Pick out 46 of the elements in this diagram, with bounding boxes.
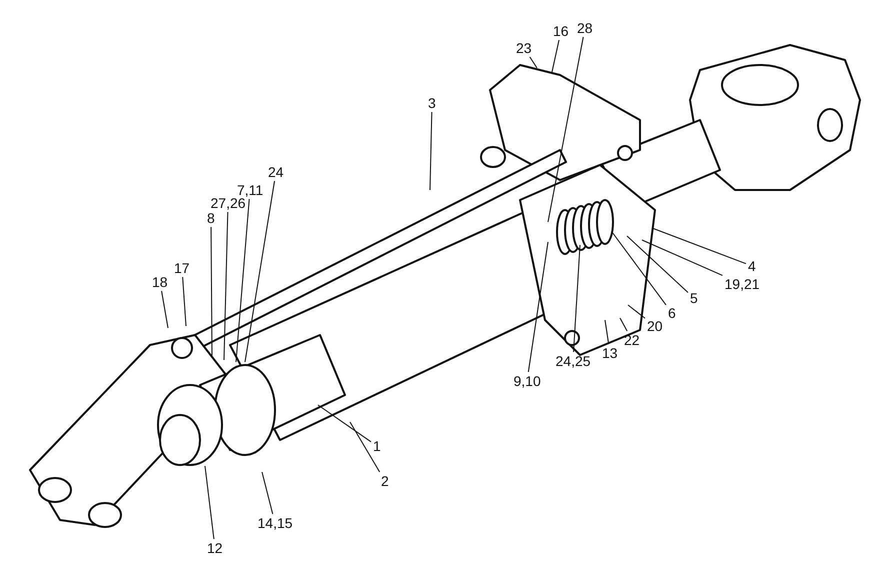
- leader-line: [529, 56, 538, 68]
- leader-line: [626, 236, 688, 293]
- callout-number: 7,11: [236, 182, 264, 198]
- callout-number: 4: [747, 258, 757, 274]
- leader-line: [604, 320, 610, 344]
- callout-number: 13: [601, 345, 619, 361]
- callout-number: 23: [515, 40, 533, 56]
- leader-line: [642, 240, 723, 276]
- leader-line: [182, 276, 186, 326]
- leader-line: [318, 404, 372, 442]
- callout-number: 16: [552, 23, 570, 39]
- callout-number: 8: [206, 210, 216, 226]
- callout-number: 1: [372, 438, 382, 454]
- callout-number: 19,21: [724, 276, 761, 292]
- leader-line: [350, 422, 380, 472]
- leader-line: [244, 180, 276, 362]
- callout-number: 3: [427, 95, 437, 111]
- callout-number: 24,25: [554, 353, 592, 369]
- callout-number: 5: [689, 290, 699, 306]
- leader-line: [262, 472, 274, 514]
- callout-number: 14,15: [256, 515, 294, 531]
- callout-number: 12: [206, 540, 224, 556]
- leader-line: [224, 212, 228, 360]
- leader-line: [548, 36, 584, 222]
- leader-line: [573, 244, 580, 352]
- callout-number: 9,10: [512, 373, 542, 389]
- leader-line: [552, 40, 560, 72]
- leader-line: [620, 318, 628, 332]
- leader-line: [236, 198, 250, 362]
- callout-number: 20: [646, 318, 664, 334]
- leader-line: [210, 226, 212, 358]
- leader-line: [612, 232, 666, 306]
- leader-line: [652, 228, 746, 264]
- leader-line: [430, 112, 432, 190]
- leader-line: [628, 304, 646, 319]
- callout-number: 24: [267, 164, 285, 180]
- callout-number: 28: [576, 20, 594, 36]
- leader-line: [161, 290, 168, 328]
- callout-number: 2: [380, 473, 390, 489]
- callout-number: 6: [667, 305, 677, 321]
- callout-number: 17: [173, 260, 191, 276]
- leader-line: [528, 242, 548, 372]
- callout-number: 22: [623, 332, 641, 348]
- leader-line: [204, 466, 214, 540]
- callout-number: 18: [151, 274, 169, 290]
- callout-number: 27,26: [210, 195, 247, 211]
